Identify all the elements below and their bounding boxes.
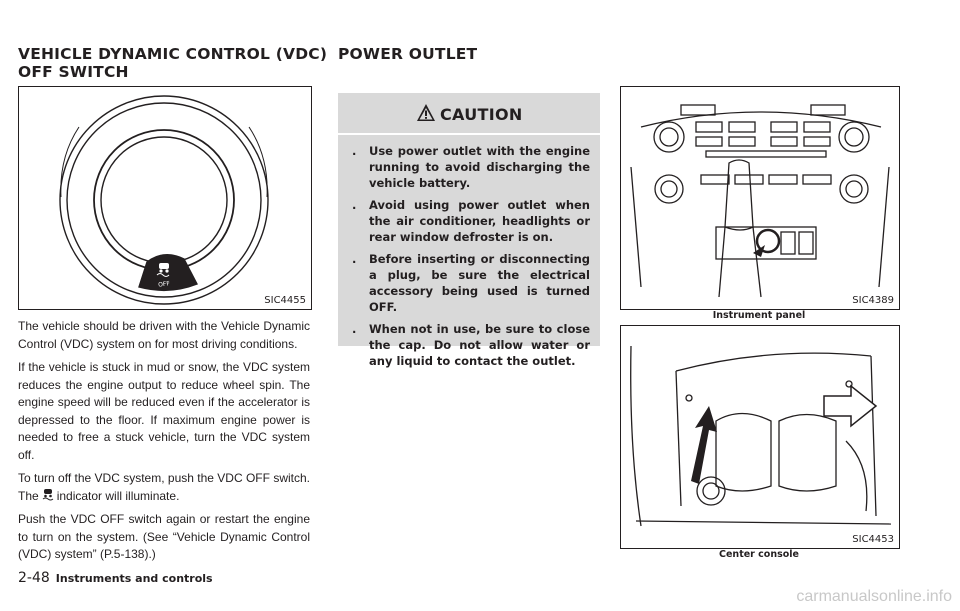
caution-item: . Before inserting or disconnecting a plu… [352,251,590,315]
instrument-panel-caption: Instrument panel [712,310,806,321]
caution-list: . Use power outlet with the engine runnin… [352,143,590,375]
vdc-title-line1: VEHICLE DYNAMIC CONTROL (VDC) [18,45,328,63]
vdc-title-line2: OFF SWITCH [18,63,129,81]
vdc-switch-illustration: OFF [59,95,269,305]
bullet: . [352,144,357,158]
caution-header: CAUTION [338,93,600,135]
vdc-para-3: To turn off the VDC system, push the VDC… [18,470,310,505]
bullet: . [352,252,357,266]
center-console-caption: Center console [719,549,799,560]
bullet: . [352,322,357,336]
caution-item-text: Before inserting or disconnecting a plug… [369,252,590,314]
power-outlet-title: POWER OUTLET [338,45,478,63]
vdc-para-1: The vehicle should be driven with the Ve… [18,319,310,351]
caution-item-text: Avoid using power outlet when the air co… [369,198,590,244]
caution-item-text: Use power outlet with the engine running… [369,144,590,190]
vdc-off-label: OFF [158,280,171,289]
center-console-figure: SIC4453 [620,325,900,549]
vdc-indicator-icon [41,488,55,502]
watermark[interactable]: carmanualsonline.info [796,588,952,605]
caution-item: . When not in use, be sure to close the c… [352,321,590,369]
center-console-code: SIC4453 [852,534,894,545]
vdc-description: The vehicle should be driven with the Ve… [18,318,310,570]
instrument-panel-code: SIC4389 [852,295,894,306]
caution-box: CAUTION . Use power outlet with the engin… [338,93,600,368]
instrument-panel-illustration [630,104,890,298]
section-name: Instruments and controls [55,572,213,585]
caution-title: CAUTION [440,105,523,124]
page-footer: 2-48 Instruments and controls [18,570,213,586]
page-number: 2-48 [18,570,50,586]
instrument-panel-figure: SIC4389 [620,86,900,310]
warning-triangle-icon [417,104,435,121]
vdc-switch-figure: OFF SIC4455 [18,86,312,310]
vdc-figure-code: SIC4455 [264,295,306,306]
center-console-illustration [630,345,892,527]
caution-item: . Use power outlet with the engine runnin… [352,143,590,191]
bullet: . [352,198,357,212]
vdc-para-2: If the vehicle is stuck in mud or snow, … [18,360,310,462]
vdc-para-4: Push the VDC OFF switch again or restart… [18,512,310,561]
caution-item: . Avoid using power outlet when the air c… [352,197,590,245]
vdc-section-title: VEHICLE DYNAMIC CONTROL (VDC) OFF SWITCH [18,45,327,81]
vdc-para-3-start: To turn off the VDC system, push the VDC… [18,471,310,503]
caution-item-text: When not in use, be sure to close the ca… [369,322,590,368]
vdc-para-3-end: indicator will illuminate. [56,488,180,503]
